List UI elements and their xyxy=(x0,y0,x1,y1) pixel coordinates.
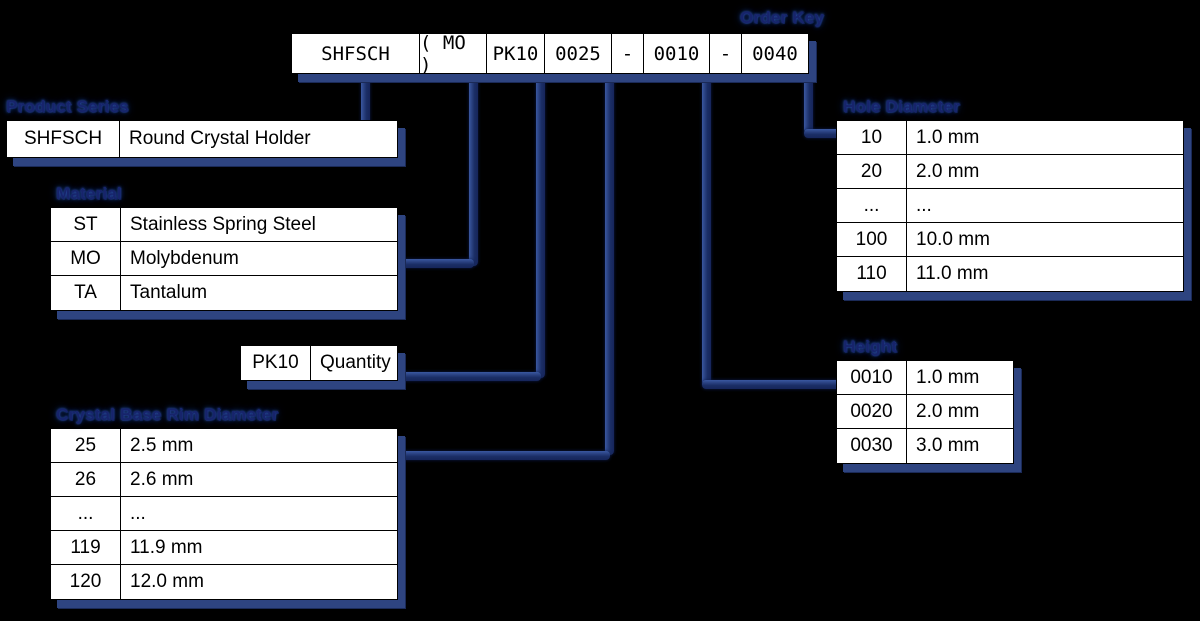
table-row[interactable]: 120 12.0 mm xyxy=(51,565,397,599)
cell-value: 12.0 mm xyxy=(130,571,204,592)
cell-value: Stainless Spring Steel xyxy=(130,213,316,235)
table-row[interactable]: 100 10.0 mm xyxy=(837,223,1183,257)
cell-value: Quantity xyxy=(320,352,391,373)
table-row[interactable]: 119 11.9 mm xyxy=(51,531,397,565)
order-key-segment-separator-2: - xyxy=(710,34,742,73)
hole-diameter-table: 10 1.0 mm 20 2.0 mm ... ... 100 10.0 mm … xyxy=(836,120,1184,292)
cell-value: 11.0 mm xyxy=(916,263,989,284)
cell-value: 3.0 mm xyxy=(916,435,980,456)
table-row[interactable]: 10 1.0 mm xyxy=(837,121,1183,155)
table-row[interactable]: ... ... xyxy=(51,497,397,531)
product-series-label: Product Series xyxy=(6,97,129,116)
order-key-label: Order Key xyxy=(740,8,825,27)
cell-code: MO xyxy=(51,242,121,275)
connector-hole-diameter-horizontal xyxy=(804,129,846,138)
connector-hole-diameter-vertical xyxy=(804,74,813,133)
cell-code: 26 xyxy=(51,463,121,496)
table-row[interactable]: PK10 Quantity xyxy=(241,346,397,380)
product-series-table: SHFSCH Round Crystal Holder xyxy=(6,120,398,158)
cell-code: SHFSCH xyxy=(7,121,120,157)
order-key-segment-material[interactable]: ( MO ) xyxy=(420,32,487,76)
order-key-segment-quantity[interactable]: PK10 xyxy=(487,34,545,73)
table-row[interactable]: SHFSCH Round Crystal Holder xyxy=(7,121,397,157)
cell-code: 119 xyxy=(51,531,121,564)
connector-material-vertical xyxy=(469,74,478,266)
cell-value: 1.0 mm xyxy=(916,126,980,148)
cell-code: 100 xyxy=(837,223,907,256)
cell-value: 10.0 mm xyxy=(916,228,990,250)
cell-code: 110 xyxy=(837,257,907,291)
cell-value: ... xyxy=(916,194,932,216)
connector-height-horizontal xyxy=(702,380,842,389)
cell-value: 2.0 mm xyxy=(916,400,980,422)
connector-height-vertical xyxy=(702,74,711,385)
height-label: Height xyxy=(843,337,898,356)
order-key-segment-height[interactable]: 0010 xyxy=(644,34,710,73)
order-key-strip: SHFSCH ( MO ) PK10 0025 - 0010 - 0040 xyxy=(291,32,809,76)
cell-value: 11.9 mm xyxy=(130,536,203,558)
connector-quantity-horizontal xyxy=(392,372,541,381)
table-row[interactable]: 0010 1.0 mm xyxy=(837,361,1013,395)
height-table: 0010 1.0 mm 0020 2.0 mm 0030 3.0 mm xyxy=(836,360,1014,464)
material-table: ST Stainless Spring Steel MO Molybdenum … xyxy=(50,207,398,311)
cell-code: 10 xyxy=(837,121,907,154)
order-key-segment-crystal-base-rim-diameter[interactable]: 0025 xyxy=(545,34,612,73)
order-key-segment-product-series[interactable]: SHFSCH xyxy=(292,34,420,73)
connector-material-horizontal xyxy=(398,259,474,268)
table-row[interactable]: ... ... xyxy=(837,189,1183,223)
table-row[interactable]: ST Stainless Spring Steel xyxy=(51,208,397,242)
cell-code: 20 xyxy=(837,155,907,188)
cell-value: 1.0 mm xyxy=(916,366,980,388)
crystal-base-rim-diameter-table: 25 2.5 mm 26 2.6 mm ... ... 119 11.9 mm … xyxy=(50,428,398,600)
table-row[interactable]: TA Tantalum xyxy=(51,276,397,310)
table-row[interactable]: MO Molybdenum xyxy=(51,242,397,276)
crystal-base-rim-diameter-label: Crystal Base Rim Diameter xyxy=(56,405,279,424)
table-row[interactable]: 26 2.6 mm xyxy=(51,463,397,497)
cell-code: 0010 xyxy=(837,361,907,394)
table-row[interactable]: 20 2.0 mm xyxy=(837,155,1183,189)
cell-value: ... xyxy=(130,502,146,524)
cell-value: 2.5 mm xyxy=(130,434,194,456)
table-row[interactable]: 25 2.5 mm xyxy=(51,429,397,463)
cell-code: ST xyxy=(51,208,121,241)
connector-quantity-vertical xyxy=(536,74,545,378)
connector-crystal-base-horizontal xyxy=(398,451,610,460)
cell-value: 2.0 mm xyxy=(916,160,980,182)
cell-code: PK10 xyxy=(241,346,311,380)
material-label: Material xyxy=(56,184,122,203)
table-row[interactable]: 0020 2.0 mm xyxy=(837,395,1013,429)
order-key-segment-hole-diameter[interactable]: 0040 xyxy=(742,34,808,73)
cell-code: 0030 xyxy=(837,429,907,463)
hole-diameter-label: Hole Diameter xyxy=(843,97,960,116)
cell-code: 0020 xyxy=(837,395,907,428)
connector-crystal-base-vertical xyxy=(605,74,614,455)
table-row[interactable]: 110 11.0 mm xyxy=(837,257,1183,291)
table-row[interactable]: 0030 3.0 mm xyxy=(837,429,1013,463)
connector-product-series-vertical xyxy=(361,74,370,130)
cell-value: Molybdenum xyxy=(130,247,239,269)
quantity-table: PK10 Quantity xyxy=(240,345,398,381)
cell-code: ... xyxy=(837,189,907,222)
cell-code: 120 xyxy=(51,565,121,599)
cell-code: TA xyxy=(51,276,121,310)
cell-value: Tantalum xyxy=(130,282,208,303)
cell-code: 25 xyxy=(51,429,121,462)
cell-code: ... xyxy=(51,497,121,530)
order-key-segment-separator-1: - xyxy=(612,34,644,73)
cell-value: Round Crystal Holder xyxy=(129,128,311,149)
cell-value: 2.6 mm xyxy=(130,468,194,490)
